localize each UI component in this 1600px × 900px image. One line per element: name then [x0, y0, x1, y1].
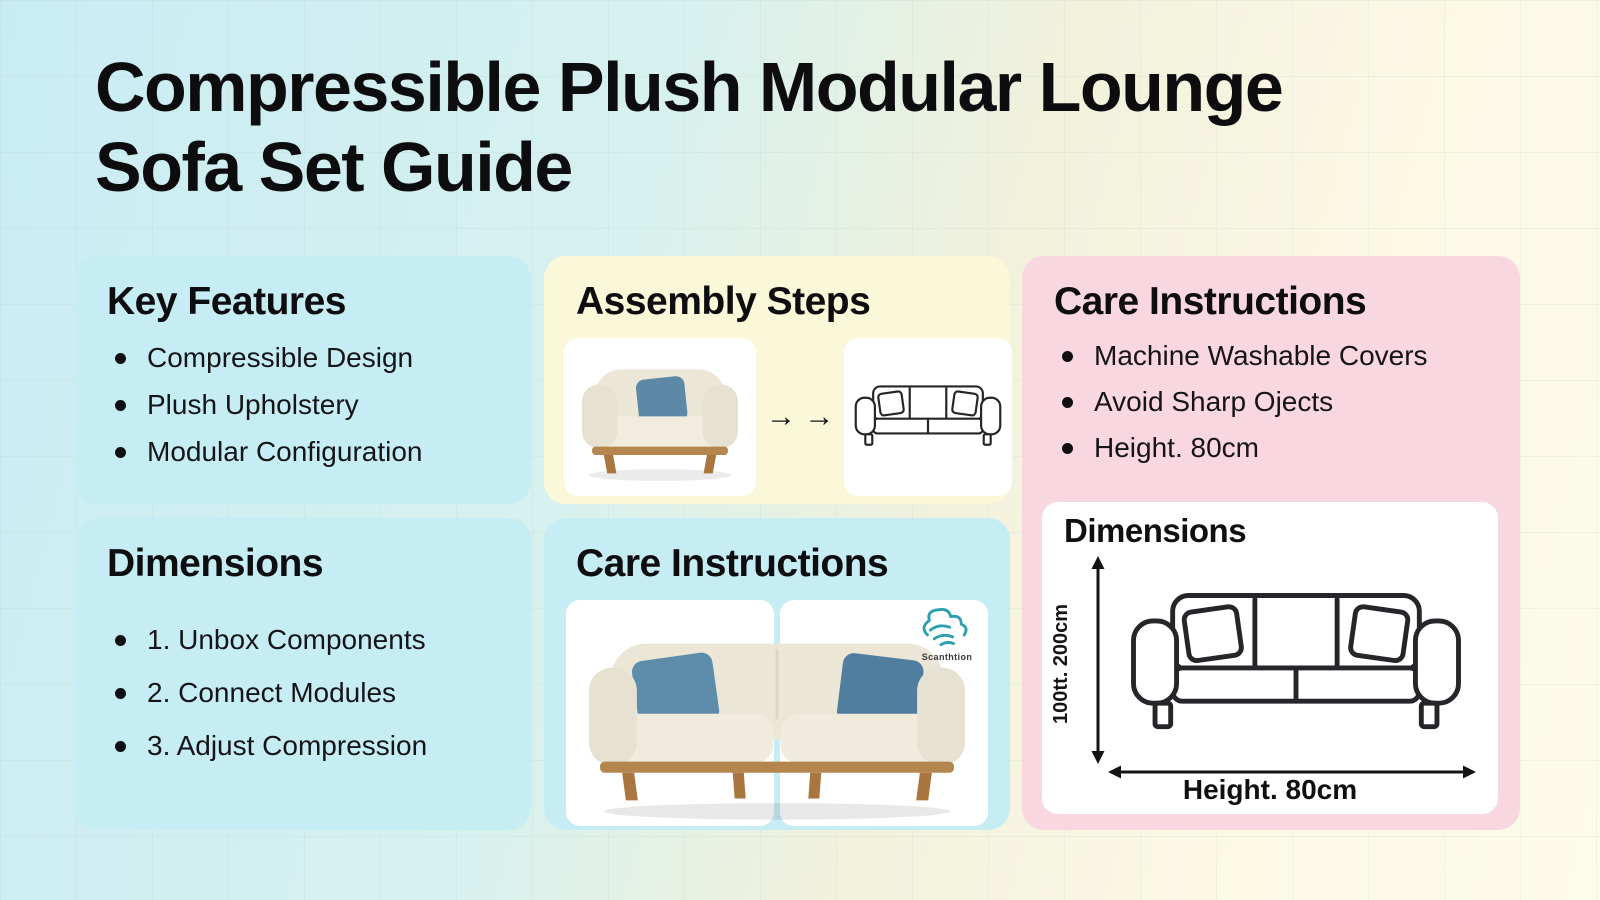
horizontal-dimension-label: Height. 80cm: [1182, 774, 1358, 805]
assembly-steps-row: → →: [564, 338, 1013, 496]
vertical-arrow-icon: [1091, 556, 1105, 764]
list-item: Compressible Design: [115, 342, 531, 374]
dimensions-steps-list: 1. Unbox Components 2. Connect Modules 3…: [115, 624, 531, 762]
sofa-photo-area: Scanthtion: [566, 600, 988, 832]
key-features-title: Key Features: [107, 280, 346, 323]
sofa-photo-illustration: [588, 643, 966, 820]
list-item: Modular Configuration: [115, 436, 531, 468]
list-item: Avoid Sharp Ojects: [1062, 386, 1520, 418]
sofa-line-drawing: [854, 384, 1002, 446]
care-instructions-list: Machine Washable Covers Avoid Sharp Ojec…: [1062, 340, 1520, 464]
list-item: Height. 80cm: [1062, 432, 1520, 464]
vertical-dimension-label: 100tt. 200cm: [1050, 603, 1072, 725]
assembly-sofa-photo: [564, 338, 756, 496]
care-icon-box: Scanthtion: [912, 604, 982, 662]
list-item: 2. Connect Modules: [115, 677, 531, 709]
list-item: Machine Washable Covers: [1062, 340, 1520, 372]
dimensions-title: Dimensions: [107, 542, 324, 585]
care-instructions-middle-title: Care Instructions: [576, 542, 889, 585]
loveseat-photo-illustration: [582, 369, 738, 481]
dimensions-card: Dimensions 100tt. 200cm Height. 80cm: [1042, 502, 1498, 814]
assembly-steps-title: Assembly Steps: [576, 280, 871, 323]
assembly-sofa-drawing: [844, 338, 1013, 496]
panel-care-instructions-middle: Care Instructions: [544, 518, 1010, 830]
care-icon-caption: Scanthtion: [921, 652, 973, 663]
page-title-line2: Sofa Set Guide: [95, 127, 573, 206]
list-item: 3. Adjust Compression: [115, 730, 531, 762]
panel-care-instructions-right: Care Instructions Machine Washable Cover…: [1022, 256, 1520, 830]
horizontal-arrow-icon: [1108, 765, 1476, 779]
dimension-sofa-line-drawing: [1126, 572, 1466, 758]
key-features-list: Compressible Design Plush Upholstery Mod…: [115, 342, 531, 468]
panel-dimensions-left: Dimensions 1. Unbox Components 2. Connec…: [75, 518, 531, 830]
list-item: Plush Upholstery: [115, 389, 531, 421]
panel-key-features: Key Features Compressible Design Plush U…: [75, 256, 531, 504]
washing-care-icon: [922, 608, 968, 647]
page-title: Compressible Plush Modular Lounge Sofa S…: [95, 48, 1495, 208]
page-title-line1: Compressible Plush Modular Lounge: [95, 48, 1284, 126]
arrow-icons: → →: [766, 400, 835, 433]
care-instructions-title: Care Instructions: [1054, 280, 1367, 323]
panel-assembly-steps: Assembly Steps → →: [544, 256, 1013, 504]
list-item: 1. Unbox Components: [115, 624, 531, 656]
dimensions-card-title: Dimensions: [1064, 512, 1247, 549]
